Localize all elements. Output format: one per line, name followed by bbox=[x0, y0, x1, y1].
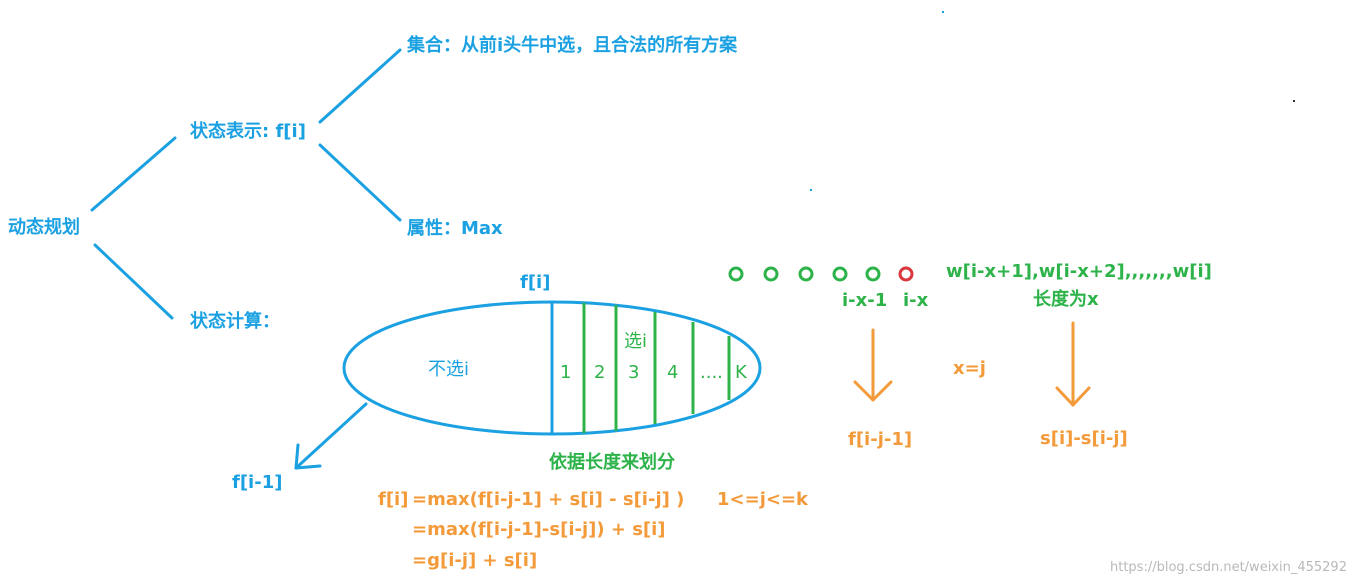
cell-label: .... bbox=[700, 362, 723, 383]
cell-label: K bbox=[735, 362, 747, 383]
length-label: 长度为x bbox=[1033, 289, 1099, 310]
diagram-canvas bbox=[90, 11, 1295, 470]
cell-label: 4 bbox=[667, 362, 679, 383]
equation-line-1: =max(f[i-j-1] + s[i] - s[i-j] ) bbox=[412, 489, 685, 510]
equation-line-3: =g[i-j] + s[i] bbox=[412, 550, 538, 571]
circle bbox=[865, 266, 881, 282]
choose-label: 选i bbox=[624, 331, 648, 352]
cell-label: 2 bbox=[594, 362, 606, 383]
sequence-label: w[i-x+1],w[i-x+2],,,,,,,w[i] bbox=[946, 261, 1212, 282]
line-root-to-calc bbox=[93, 243, 174, 320]
partition-lines bbox=[582, 303, 731, 433]
line-root-to-repr bbox=[90, 136, 177, 212]
tree-lines bbox=[90, 48, 402, 320]
root-label: 动态规划 bbox=[8, 217, 80, 238]
equation-lhs: f[i] bbox=[378, 489, 409, 510]
line-repr-to-set bbox=[318, 48, 402, 124]
partition-caption: 依据长度来划分 bbox=[549, 452, 675, 473]
f-result-label: f[i-j-1] bbox=[848, 429, 913, 450]
x-equals-j-label: x=j bbox=[953, 358, 986, 379]
ellipse-top-label: f[i] bbox=[520, 272, 551, 293]
circle bbox=[763, 266, 779, 282]
line-repr-to-attr bbox=[318, 143, 402, 222]
equation-condition: 1<=j<=k bbox=[717, 489, 808, 510]
set-label: 集合：从前i头牛中选，且合法的所有方案 bbox=[407, 35, 738, 56]
index-i-x-label: i-x bbox=[903, 290, 929, 311]
watermark: https://blog.csdn.net/weixin_455292 bbox=[1110, 560, 1347, 575]
sequence-circles bbox=[728, 266, 914, 282]
index-i-x-1-label: i-x-1 bbox=[842, 290, 888, 311]
not-choose-label: 不选i bbox=[428, 359, 470, 380]
circle bbox=[832, 266, 848, 282]
cell-label: 3 bbox=[628, 362, 640, 383]
state-representation-label: 状态表示: f[i] bbox=[190, 121, 306, 142]
circle-red bbox=[898, 266, 914, 282]
f-i-1-label: f[i-1] bbox=[232, 472, 283, 493]
circle bbox=[728, 266, 744, 282]
s-result-label: s[i]-s[i-j] bbox=[1040, 428, 1128, 449]
circle bbox=[798, 266, 814, 282]
state-calculation-label: 状态计算： bbox=[190, 311, 280, 332]
orange-arrows bbox=[853, 321, 1091, 407]
equation-line-2: =max(f[i-j-1]-s[i-j]) + s[i] bbox=[412, 519, 666, 540]
attribute-label: 属性：Max bbox=[407, 218, 503, 239]
cell-label: 1 bbox=[560, 362, 572, 383]
stray-dots bbox=[810, 11, 1295, 191]
arrow-to-f-i-1 bbox=[294, 402, 368, 470]
